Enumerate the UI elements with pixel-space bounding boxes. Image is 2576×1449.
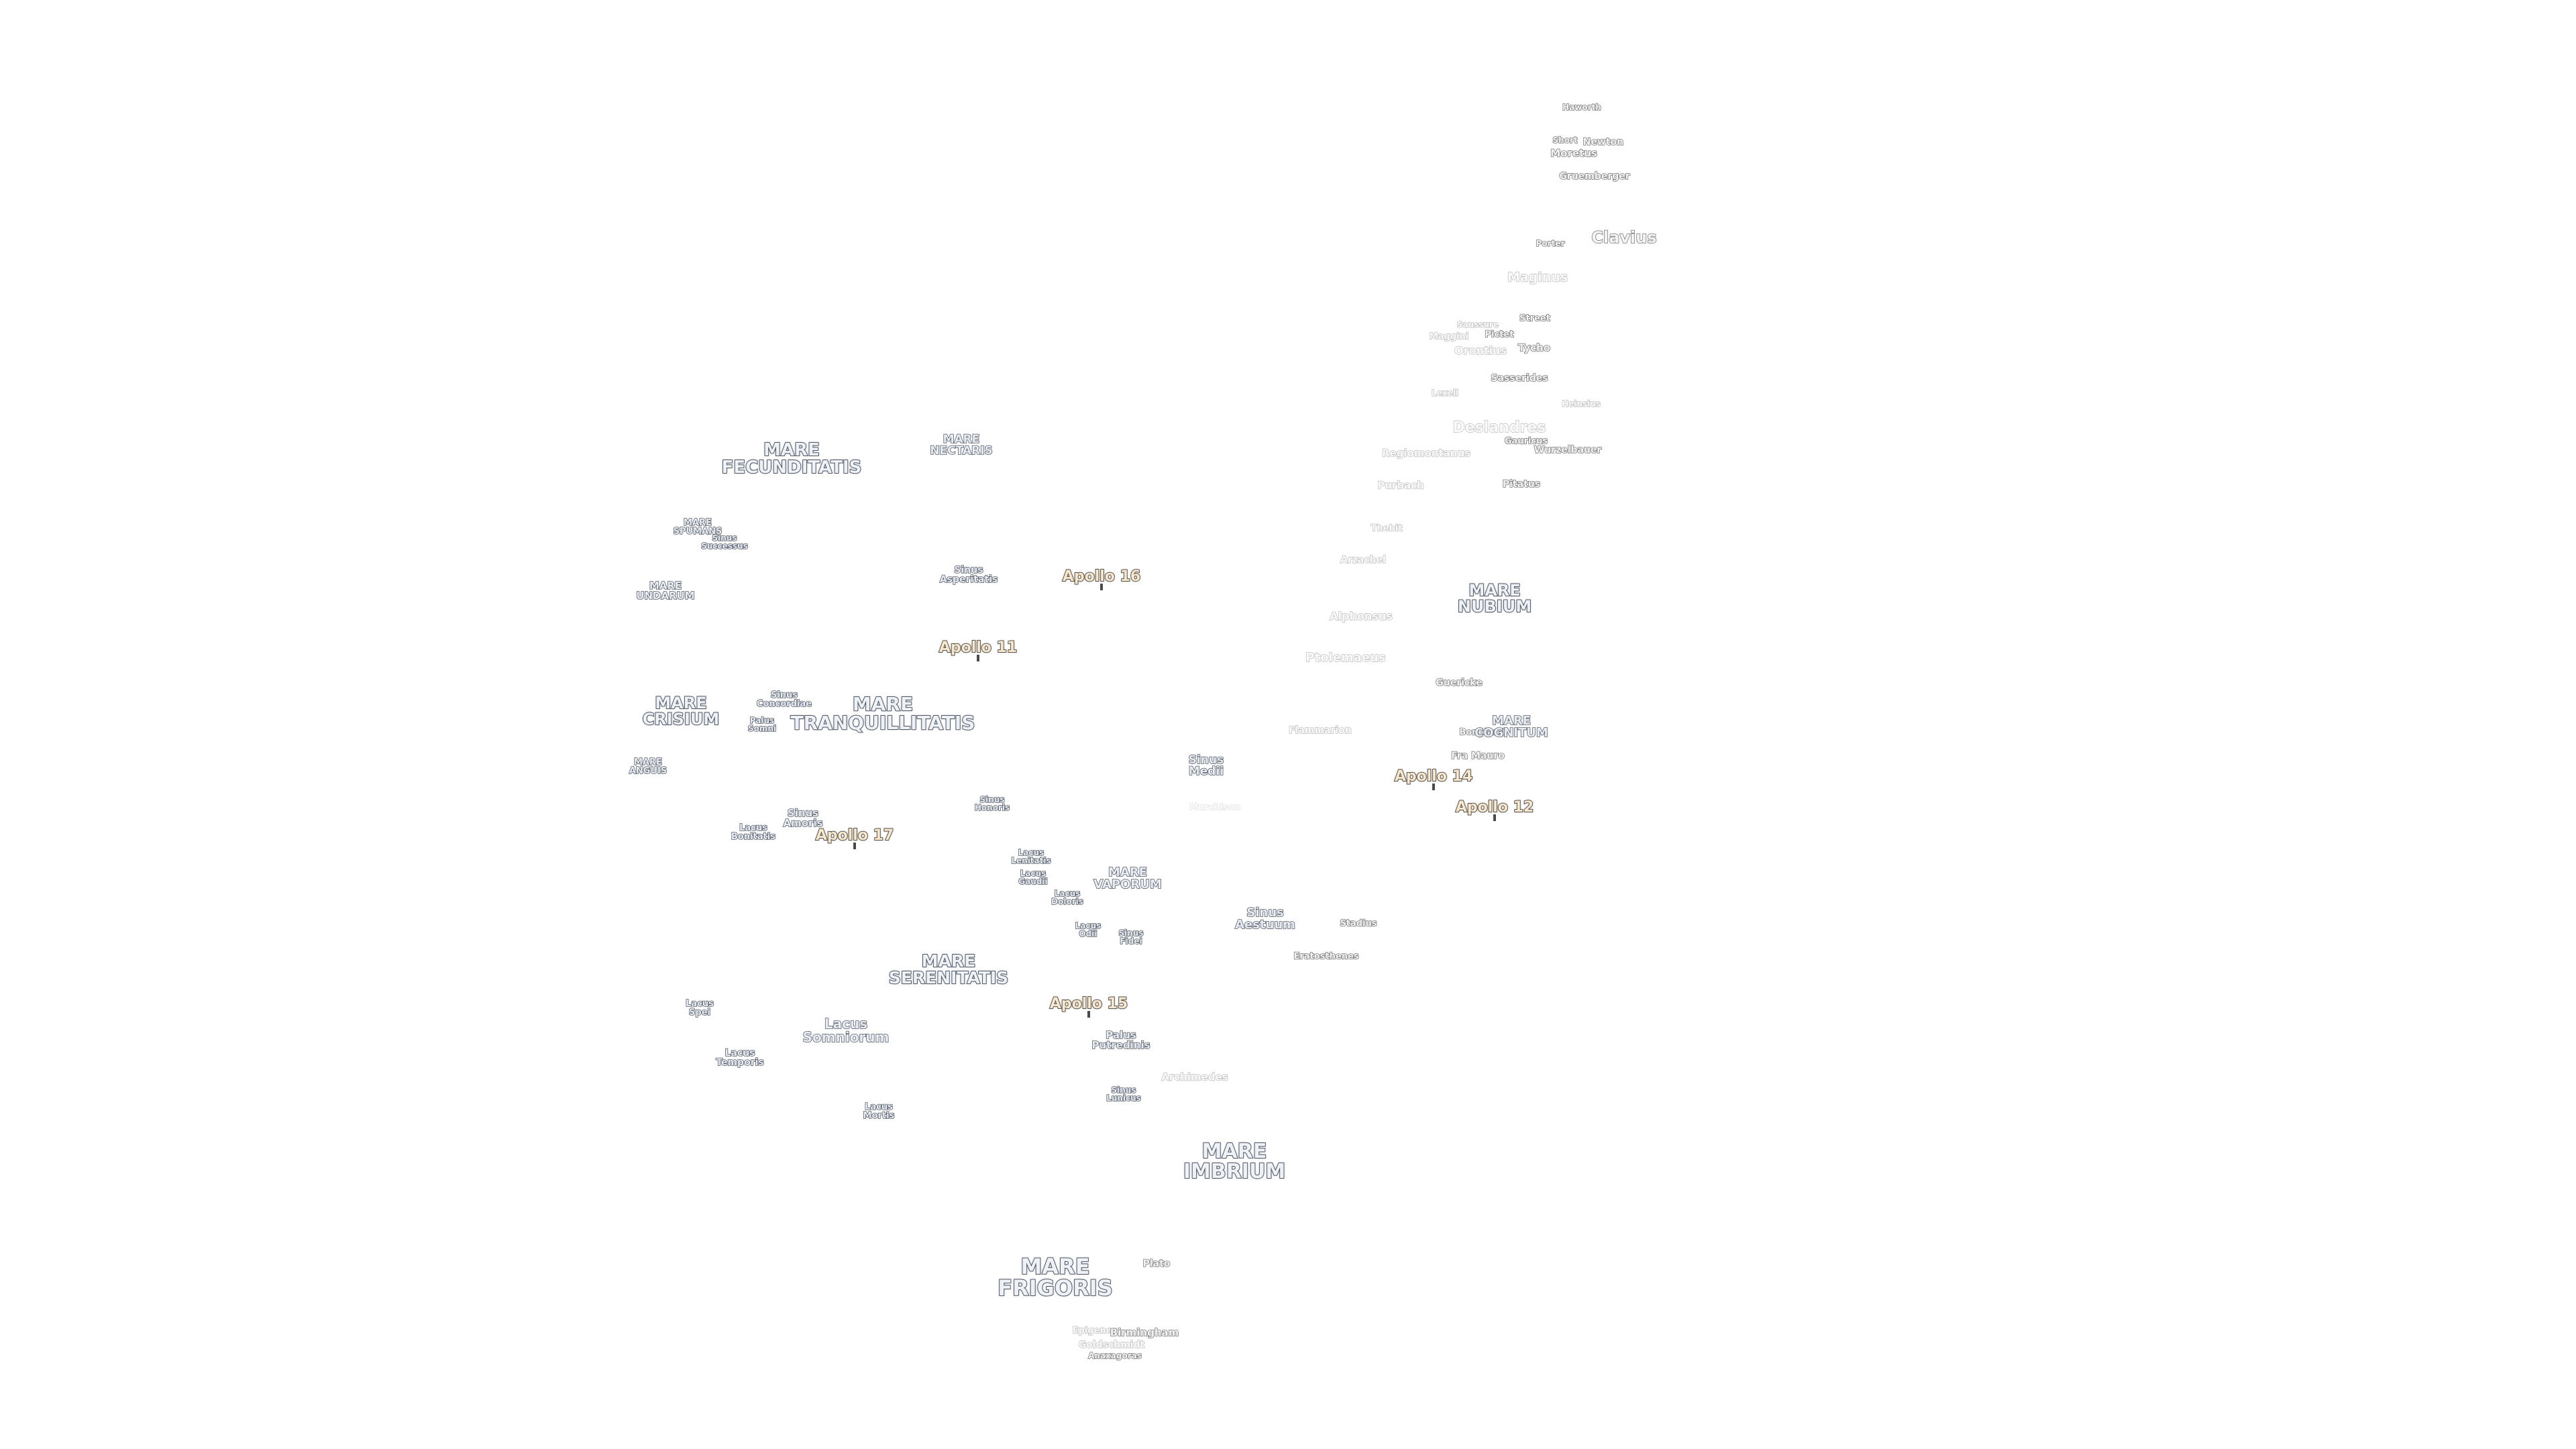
label-deslandres: Deslandres xyxy=(1452,419,1546,436)
label-plato: Plato xyxy=(1142,1258,1171,1269)
label-flammarion: Flammarion xyxy=(1288,725,1352,736)
label-arzachel: Arzachel xyxy=(1340,555,1386,566)
apollo-14-marker xyxy=(1432,784,1435,790)
label-apollo-15: Apollo 15 xyxy=(1049,996,1128,1012)
label-murchison: Murchison xyxy=(1189,802,1240,813)
label-mare-vaporum: MARE VAPORUM xyxy=(1093,865,1162,892)
apollo-11-marker xyxy=(977,655,979,661)
label-sinus-medii: Sinus Medii xyxy=(1188,753,1224,778)
apollo-12-marker xyxy=(1493,814,1496,821)
label-mare-imbrium: MARE IMBRIUM xyxy=(1183,1140,1286,1183)
label-mare-tranquillitatis: MARE TRANQUILLITATIS xyxy=(790,693,976,734)
label-mare-fecunditatis: MARE FECUNDITATIS xyxy=(721,440,863,478)
label-mare-crisium: MARE CRISIUM xyxy=(642,694,720,729)
label-pitatus: Pitatus xyxy=(1502,479,1541,490)
label-orontius: Orontius xyxy=(1454,344,1507,357)
label-maggini: Maggini xyxy=(1429,331,1469,342)
label-regiomontanus: Regiomontanus xyxy=(1381,447,1471,460)
label-anaxagoras: Anaxagoras xyxy=(1087,1351,1142,1360)
label-moretus: Moretus xyxy=(1550,147,1597,160)
apollo-17-marker xyxy=(853,843,856,849)
label-birmingham: Birmingham xyxy=(1110,1326,1179,1339)
label-alphonsus: Alphonsus xyxy=(1330,610,1393,623)
label-sinus-successus: Sinus Successus xyxy=(700,533,748,551)
label-sinus-asperitatis: Sinus Asperitatis xyxy=(939,565,998,585)
label-sinus-fidei: Sinus Fidei xyxy=(1118,928,1144,946)
label-lacus-temporis: Lacus Temporis xyxy=(715,1048,764,1068)
label-sinus-honoris: Sinus Honoris xyxy=(974,795,1010,812)
label-bonpland: Bonpland xyxy=(1459,727,1507,738)
label-saussure: Saussure xyxy=(1456,320,1499,329)
label-palus-somni: Palus Somni xyxy=(747,716,777,733)
label-sinus-aestuum: Sinus Aestuum xyxy=(1234,906,1295,932)
label-lexell: Lexell xyxy=(1431,388,1458,398)
label-heinsius: Heinsius xyxy=(1561,399,1601,409)
label-short: Short xyxy=(1552,136,1578,145)
label-pictet: Pictet xyxy=(1485,329,1515,340)
label-newton: Newton xyxy=(1582,137,1624,148)
apollo-15-marker xyxy=(1087,1011,1090,1018)
label-lacus-gaudii: Lacus Gaudii xyxy=(1018,869,1049,886)
label-gruemberger: Gruemberger xyxy=(1559,171,1631,182)
label-guericke: Guericke xyxy=(1436,678,1483,688)
label-sinus-concordiae: Sinus Concordiae xyxy=(756,690,812,709)
label-apollo-16: Apollo 16 xyxy=(1062,568,1141,585)
label-goldschmidt: Goldschmidt xyxy=(1078,1340,1145,1350)
label-stadius: Stadius xyxy=(1340,918,1378,929)
label-porter: Porter xyxy=(1536,239,1565,248)
label-apollo-14: Apollo 14 xyxy=(1394,768,1473,785)
label-mare-frigoris: MARE FRIGORIS xyxy=(997,1254,1113,1301)
label-lacus-lenitatis: Lacus Lenitatis xyxy=(1011,848,1052,865)
label-fra-mauro: Fra Mauro xyxy=(1450,751,1505,761)
label-wurzelbauer: Wurzelbauer xyxy=(1534,445,1602,455)
label-lacus-mortis: Lacus Mortis xyxy=(863,1102,895,1121)
label-archimedes: Archimedes xyxy=(1161,1071,1229,1083)
label-mare-serenitatis: MARE SERENITATIS xyxy=(888,951,1010,987)
label-sinus-amoris: Sinus Amoris xyxy=(783,807,824,829)
label-purbach: Purbach xyxy=(1377,479,1425,492)
label-lacus-spei: Lacus Spei xyxy=(685,999,714,1018)
label-mare-anguis: MARE ANGUIS xyxy=(629,757,667,776)
label-mare-nubium: MARE NUBIUM xyxy=(1457,581,1532,616)
label-lacus-doloris: Lacus Doloris xyxy=(1051,889,1083,906)
label-sinus-lunicus: Sinus Lunicus xyxy=(1106,1085,1141,1103)
label-lacus-odii: Lacus Odii xyxy=(1075,921,1102,938)
label-maginus: Maginus xyxy=(1507,270,1568,285)
label-apollo-12: Apollo 12 xyxy=(1455,799,1534,816)
label-epigenes: Epigenes xyxy=(1072,1326,1118,1336)
label-palus-putredinis: Palus Putredinis xyxy=(1091,1029,1151,1051)
label-haworth: Haworth xyxy=(1562,103,1601,112)
label-mare-undarum: MARE UNDARUM xyxy=(635,580,695,602)
label-street: Street xyxy=(1519,313,1550,324)
label-mare-spumans: MARE SPUMANS xyxy=(673,518,722,537)
label-gauricus: Gauricus xyxy=(1504,436,1548,447)
label-lacus-bonitatis: Lacus Bonitatis xyxy=(731,823,776,842)
label-apollo-11: Apollo 11 xyxy=(938,639,1018,656)
label-mare-nectaris: MARE NECTARIS xyxy=(929,433,993,458)
apollo-16-marker xyxy=(1100,584,1103,590)
label-mare-cognitum: MARE COGNITUM xyxy=(1474,714,1548,740)
label-tycho: Tycho xyxy=(1517,341,1551,354)
label-eratosthenes: Eratosthenes xyxy=(1293,951,1360,962)
label-clavius: Clavius xyxy=(1591,228,1658,247)
label-lacus-somniorum: Lacus Somniorum xyxy=(802,1016,890,1045)
label-apollo-17: Apollo 17 xyxy=(815,827,894,844)
label-sasserides: Sasserides xyxy=(1491,373,1549,384)
label-thebit: Thebit xyxy=(1371,523,1403,534)
label-ptolemaeus: Ptolemaeus xyxy=(1305,651,1387,665)
